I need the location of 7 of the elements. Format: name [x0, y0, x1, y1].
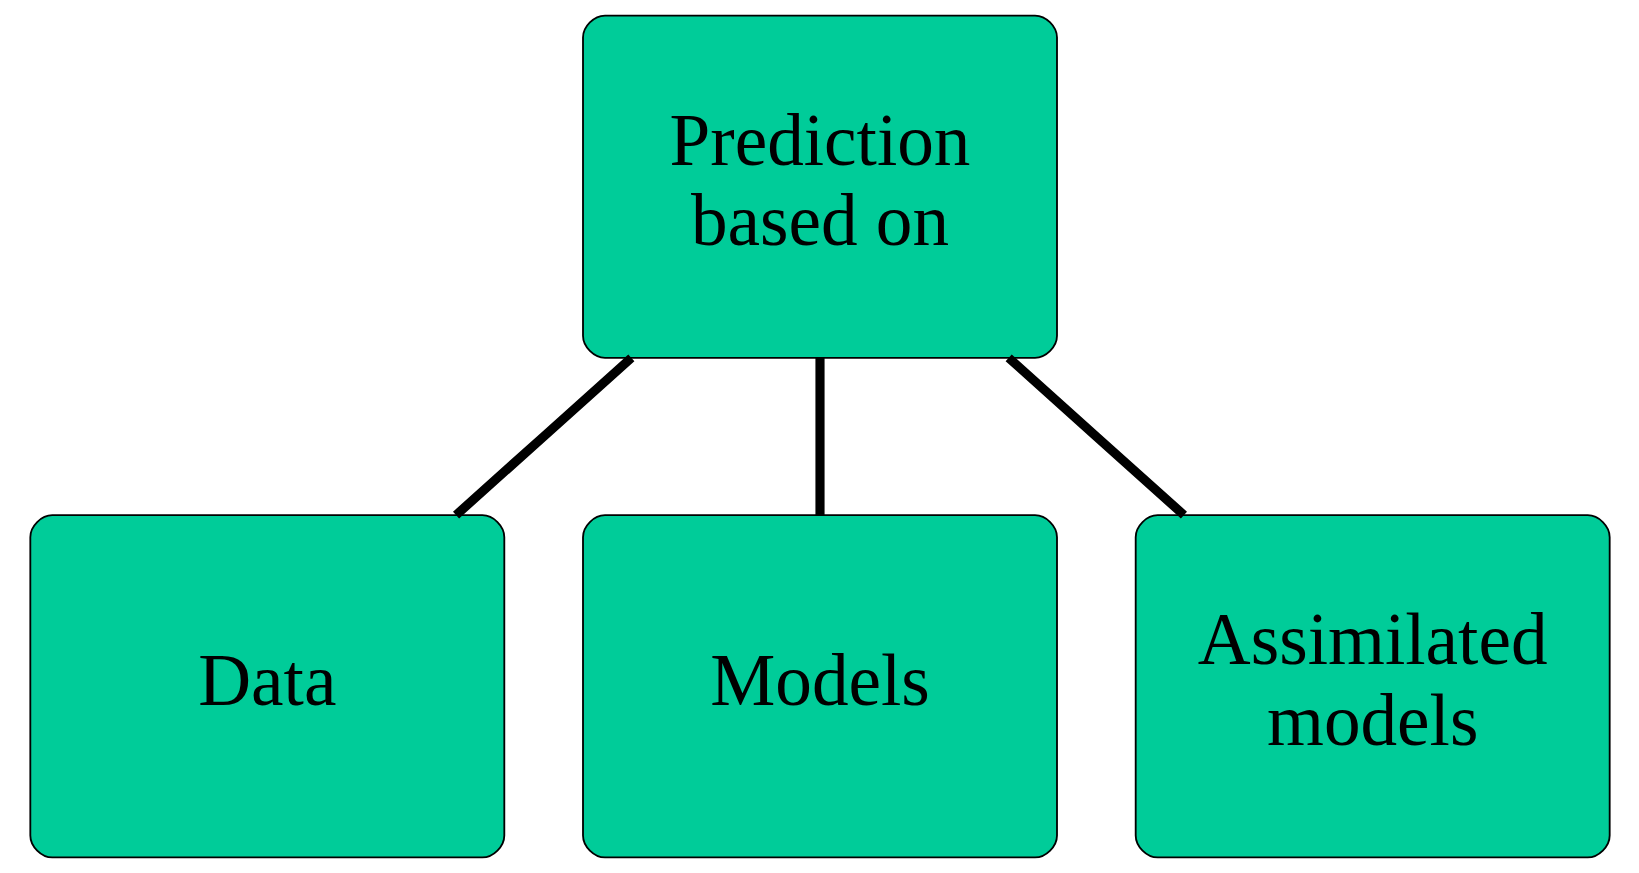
connector — [814, 357, 825, 516]
node-box: Models — [581, 514, 1058, 859]
node-box: Data — [28, 514, 505, 859]
node-box: Prediction based on — [581, 14, 1058, 359]
connector — [1005, 354, 1187, 519]
connector — [452, 354, 634, 519]
node-box: Assimilated models — [1134, 514, 1611, 859]
